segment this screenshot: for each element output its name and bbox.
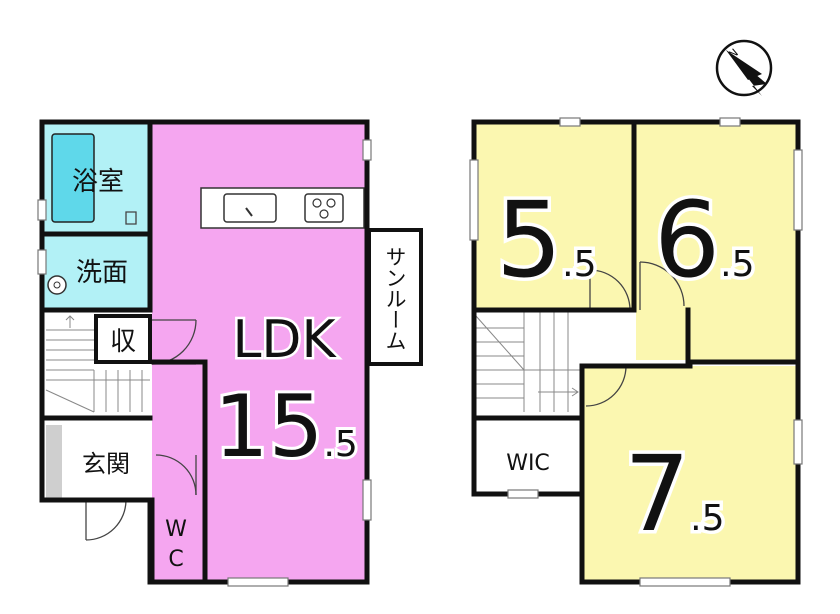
bedroom-1-size: 5.5: [496, 179, 597, 301]
stairs-floor2: [475, 312, 582, 412]
walls-floor2: [471, 119, 801, 585]
wc-label-bottom: C: [168, 547, 183, 572]
entrance-floor: [46, 425, 62, 498]
wic-label: WIC: [506, 451, 550, 476]
bedroom-2-size: 6.5: [654, 179, 755, 301]
sunroom-label: サンルーム: [383, 246, 407, 351]
bedroom-1-size-dec: .5: [562, 244, 596, 285]
windows-floor1: [37, 139, 372, 587]
kitchen-sink: [223, 193, 277, 223]
entrance-label: 玄関: [82, 450, 130, 478]
stairs-floor1: [45, 315, 150, 413]
bedroom-3-size: 7.5: [624, 433, 725, 555]
floor-2: 5.5 6.5 7.5 WIC: [469, 117, 803, 587]
bedroom-1: [476, 124, 632, 310]
washroom: [44, 234, 150, 308]
bedroom-2-size-int: 6: [654, 179, 720, 301]
ldk-size-dec: .5: [323, 424, 357, 465]
bathtub: [51, 133, 95, 223]
bedroom-3-size-dec: .5: [690, 498, 724, 539]
bedroom-1-size-int: 5: [496, 179, 562, 301]
bedroom-2: [636, 124, 796, 360]
sunroom: [367, 228, 423, 366]
bedroom-2-size-dec: .5: [720, 244, 754, 285]
bath-label: 浴室: [72, 167, 124, 197]
windows-floor2: [469, 117, 803, 587]
floor-1: 浴室 洗面 収 LDK 15.5 サンルーム 玄関 W C: [37, 119, 423, 587]
storage-label: 収: [110, 327, 136, 357]
bedroom-3-size-int: 7: [624, 433, 690, 555]
washroom-label: 洗面: [76, 258, 128, 288]
compass-icon: N: [715, 39, 773, 97]
bedroom-3: [584, 366, 796, 580]
washbasin: [47, 275, 67, 295]
ldk-size: 15.5: [214, 377, 358, 477]
door-swings-floor2: [585, 261, 685, 407]
wc-label-top: W: [165, 517, 187, 542]
ldk-size-int: 15: [214, 377, 323, 477]
walls-floor1: [39, 119, 370, 585]
ldk-label: LDK: [232, 310, 337, 370]
door-swings-floor1: [85, 211, 197, 541]
cooktop: [304, 193, 344, 223]
